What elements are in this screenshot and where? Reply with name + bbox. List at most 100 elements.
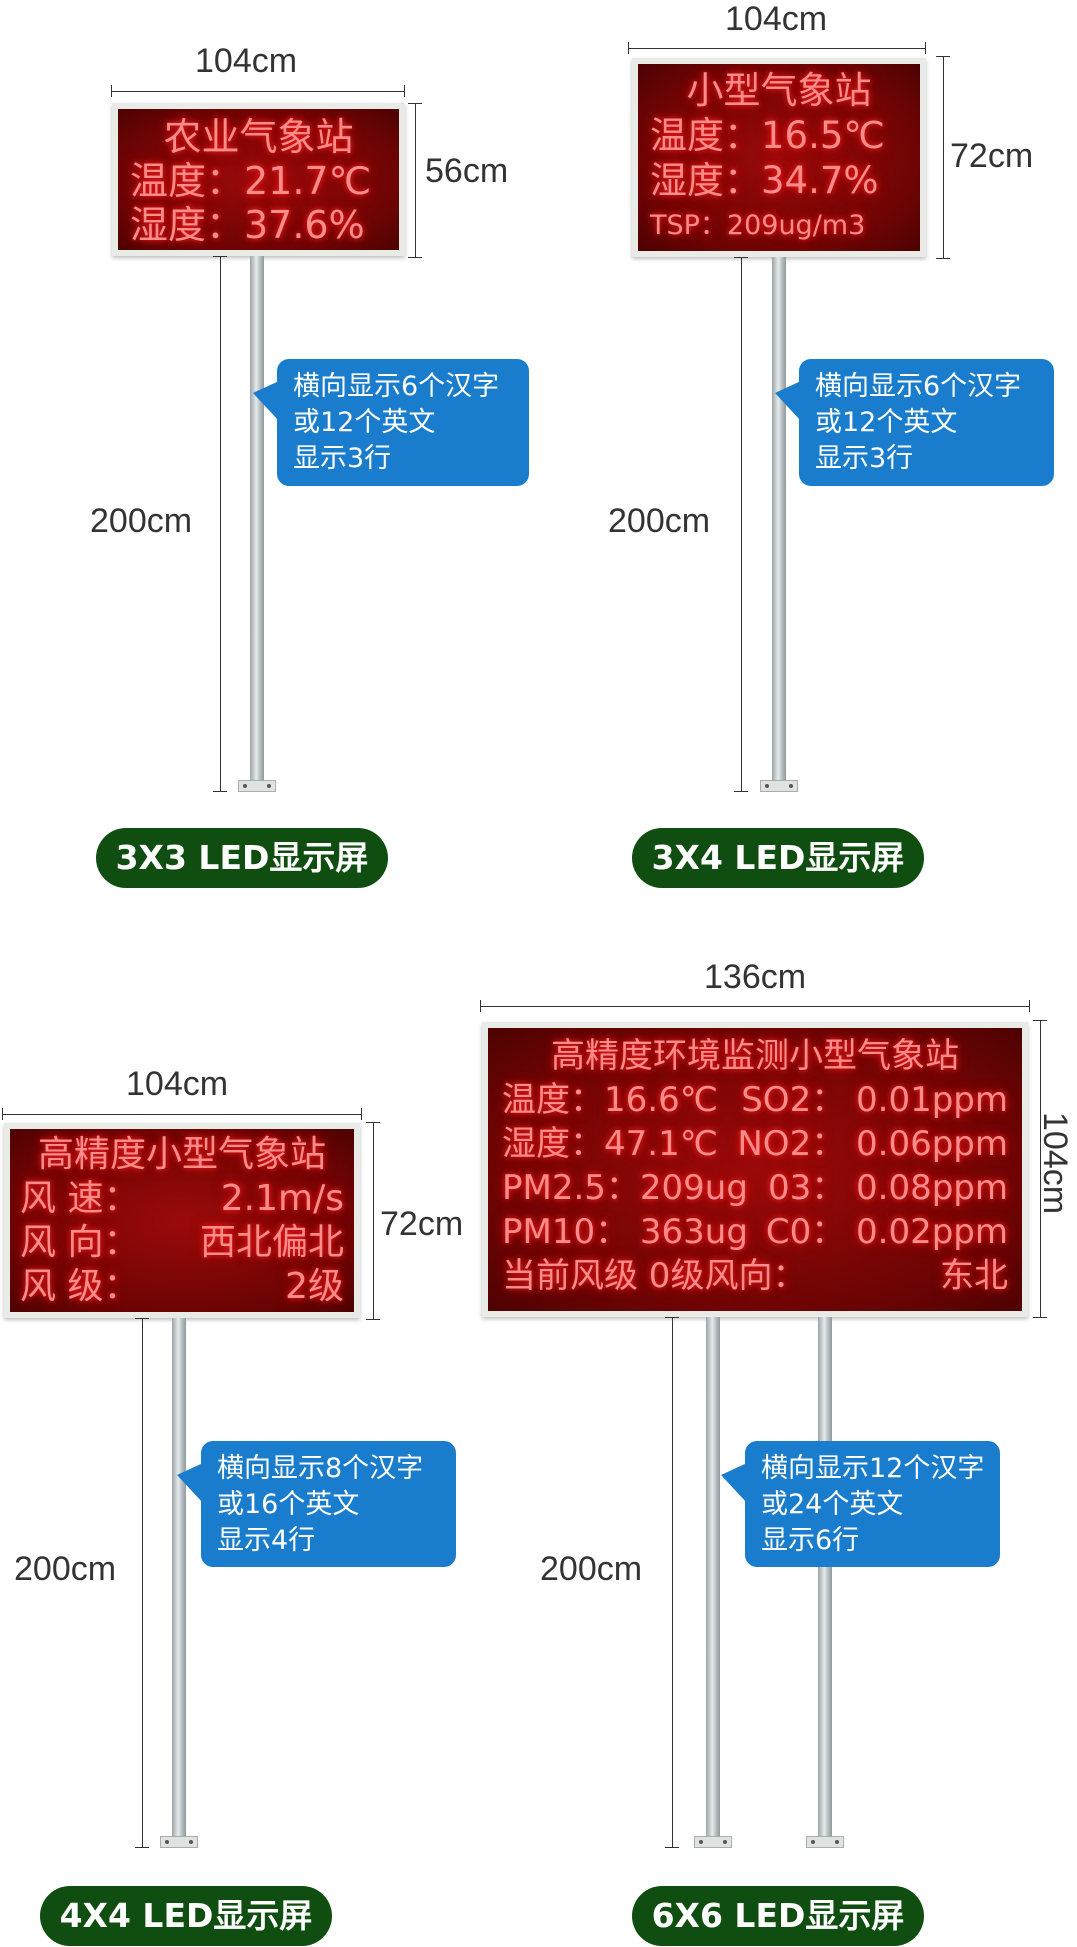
callout-line: 或12个英文	[815, 407, 958, 438]
dimension-tick	[408, 257, 422, 258]
led-row: 湿度：47.1℃ NO2： 0.06ppm	[502, 1122, 1008, 1166]
capacity-callout: 横向显示8个汉字 或16个英文 显示4行	[177, 1441, 456, 1567]
dimension-tick	[135, 1847, 149, 1848]
height-label: 72cm	[950, 137, 1034, 175]
led-row-label: 风 级：	[20, 1266, 140, 1307]
dimension-tick	[925, 42, 926, 54]
led-row: 风 速： 2.1m/s	[20, 1177, 344, 1221]
capacity-callout: 横向显示12个汉字 或24个英文 显示6行	[721, 1441, 1000, 1567]
pole-dimension-line	[741, 257, 742, 792]
dimension-tick	[734, 257, 748, 258]
width-label: 104cm	[126, 1065, 229, 1103]
caption-pill: 3X4 LED显示屏	[632, 828, 924, 888]
dimension-tick	[135, 1318, 149, 1319]
pole-base	[694, 1836, 732, 1848]
dimension-tick	[665, 1847, 679, 1848]
led-board: 农业气象站 温度：21.7℃ 湿度：37.6%	[112, 103, 405, 256]
callout-line: 显示3行	[815, 443, 914, 474]
capacity-callout: 横向显示6个汉字 或12个英文 显示3行	[775, 359, 1054, 486]
dimension-tick	[213, 791, 227, 792]
led-row-right: SO2： 0.01ppm	[741, 1080, 1008, 1120]
pole-height-label: 200cm	[608, 502, 711, 540]
pole-base	[806, 1836, 844, 1848]
led-row-value: 2级	[285, 1266, 344, 1307]
callout-line: 横向显示12个汉字	[761, 1453, 985, 1484]
led-row-right: 东北	[940, 1256, 1008, 1296]
height-dimension-line	[373, 1122, 374, 1320]
caption-pill: 3X3 LED显示屏	[96, 828, 388, 888]
width-dimension-line	[2, 1114, 362, 1115]
dimension-tick	[1029, 1000, 1030, 1012]
dimension-tick	[361, 1108, 362, 1120]
led-line: 小型气象站	[686, 69, 872, 112]
dimension-tick	[366, 1319, 380, 1320]
pole-base	[760, 780, 798, 792]
dimension-tick	[480, 1000, 481, 1012]
pole-dimension-line	[220, 256, 221, 792]
led-row: 温度：16.6℃ SO2： 0.01ppm	[502, 1078, 1008, 1122]
dimension-tick	[1033, 1317, 1047, 1318]
pole	[250, 256, 264, 786]
capacity-callout: 横向显示6个汉字 或12个英文 显示3行	[253, 359, 529, 486]
width-dimension-line	[628, 48, 926, 49]
dimension-tick	[1033, 1020, 1047, 1021]
height-dimension-line	[943, 56, 944, 259]
pole	[772, 257, 786, 786]
dimension-tick	[936, 258, 950, 259]
pole-dimension-line	[672, 1317, 673, 1848]
led-row: 风 向： 西北偏北	[20, 1221, 344, 1265]
height-dimension-line	[415, 103, 416, 258]
led-screen: 高精度环境监测小型气象站 温度：16.6℃ SO2： 0.01ppm 湿度：47…	[488, 1028, 1022, 1311]
led-row-left: 温度：16.6℃	[502, 1080, 718, 1120]
pole-base	[238, 780, 276, 792]
callout-line: 显示4行	[217, 1525, 316, 1556]
led-row-right: NO2： 0.06ppm	[737, 1124, 1008, 1164]
led-row-right: C0： 0.02ppm	[765, 1212, 1008, 1252]
callout-line: 横向显示6个汉字	[293, 371, 500, 402]
led-row-left: PM2.5：209ug	[502, 1168, 748, 1208]
dimension-tick	[936, 56, 950, 57]
callout-line: 显示3行	[293, 443, 392, 474]
callout-line: 显示6行	[761, 1525, 860, 1556]
led-row-label: 风 速：	[20, 1178, 140, 1219]
pole-height-label: 200cm	[90, 502, 193, 540]
led-row-left: 湿度：47.1℃	[502, 1124, 718, 1164]
led-row-right: 03： 0.08ppm	[767, 1168, 1008, 1208]
callout-line: 横向显示8个汉字	[217, 1453, 424, 1484]
led-line: TSP：209ug/m3	[650, 210, 866, 241]
dimension-tick	[366, 1122, 380, 1123]
callout-line: 横向显示6个汉字	[815, 371, 1022, 402]
led-line: 农业气象站	[163, 115, 354, 159]
led-row: PM2.5：209ug 03： 0.08ppm	[502, 1166, 1008, 1210]
dimension-tick	[408, 103, 422, 104]
height-label: 104cm	[1036, 1112, 1074, 1215]
caption-pill: 6X6 LED显示屏	[632, 1886, 924, 1946]
pole-left	[706, 1317, 720, 1842]
led-line: 温度：21.7℃	[130, 159, 372, 203]
led-line: 高精度小型气象站	[37, 1134, 326, 1175]
dimension-tick	[628, 42, 629, 54]
height-dimension-line	[1040, 1020, 1041, 1318]
led-row-label: 风 向：	[20, 1222, 140, 1263]
led-row: PM10： 363ug C0： 0.02ppm	[502, 1210, 1008, 1254]
dimension-tick	[2, 1108, 3, 1120]
led-screen: 农业气象站 温度：21.7℃ 湿度：37.6%	[118, 109, 399, 250]
dimension-tick	[734, 791, 748, 792]
dimension-tick	[665, 1317, 679, 1318]
led-line: 湿度：37.6%	[130, 203, 365, 247]
width-label: 104cm	[195, 42, 298, 80]
led-screen: 小型气象站 温度：16.5℃ 湿度：34.7% TSP：209ug/m3	[638, 64, 920, 251]
callout-line: 或12个英文	[293, 407, 436, 438]
led-screen: 高精度小型气象站 风 速： 2.1m/s 风 向： 西北偏北 风 级： 2级	[10, 1129, 354, 1312]
led-row-left: PM10： 363ug	[502, 1212, 748, 1252]
pole-right	[818, 1317, 832, 1842]
pole-base	[160, 1836, 198, 1848]
led-line: 高精度环境监测小型气象站	[551, 1036, 959, 1076]
led-line: 湿度：34.7%	[650, 159, 879, 202]
led-line: 温度：16.5℃	[650, 114, 885, 157]
pole-height-label: 200cm	[540, 1550, 643, 1588]
led-board: 高精度环境监测小型气象站 温度：16.6℃ SO2： 0.01ppm 湿度：47…	[482, 1022, 1028, 1317]
callout-line: 或16个英文	[217, 1489, 360, 1520]
caption-pill: 4X4 LED显示屏	[40, 1886, 332, 1946]
height-label: 72cm	[380, 1205, 464, 1243]
